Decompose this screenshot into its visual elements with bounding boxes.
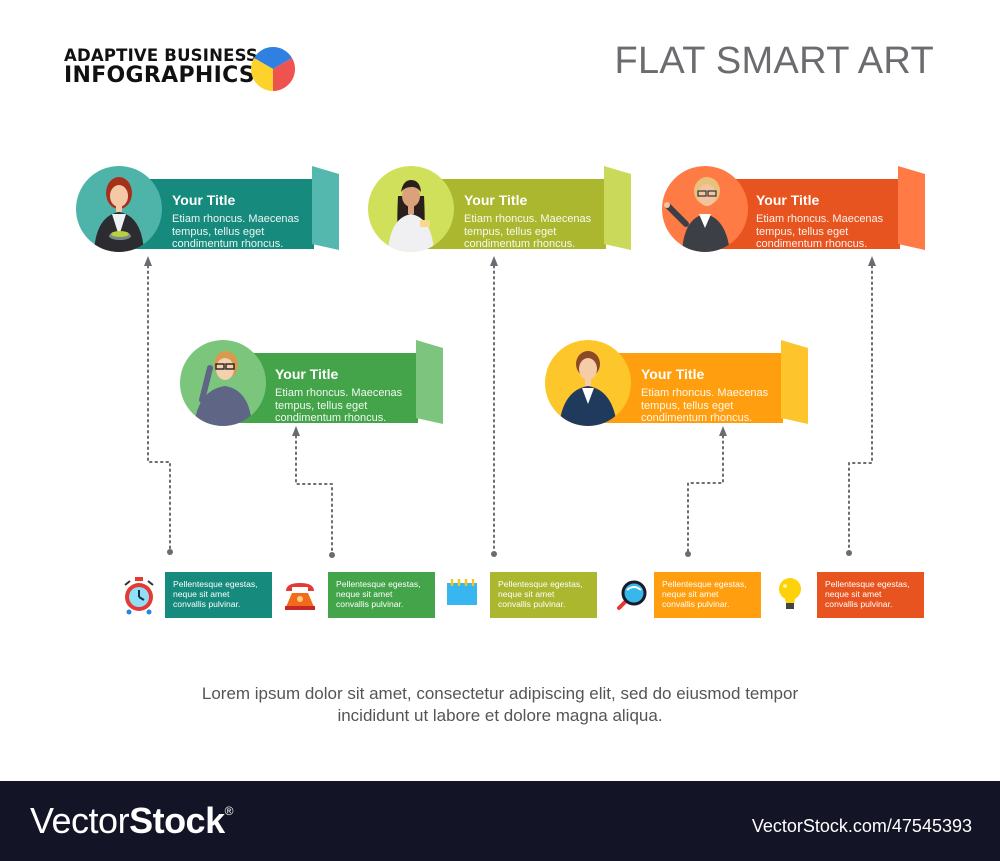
description-line-2: incididunt ut labore et dolore magna ali… [337,706,663,725]
brand-title: ADAPTIVE BUSINESS INFOGRAPHICS [64,46,259,89]
info-card-5: Your Title Etiam rhoncus. Maecenas tempu… [545,340,809,426]
magnifier-icon [617,580,647,610]
description-text: Lorem ipsum dolor sit amet, consectetur … [0,683,1000,727]
logo-mark: ® [224,804,234,818]
woman-eating-salad-icon [94,177,144,252]
card-title: Your Title [172,192,236,208]
watermark-bar [0,781,1000,861]
step-box-2: Pellentesque egestas, neque sit amet con… [328,572,435,618]
avatar [368,166,454,252]
info-card-4: Your Title Etiam rhoncus. Maecenas tempu… [180,340,444,426]
card-title: Your Title [275,366,339,382]
woman-pointing-icon [664,177,730,252]
step-box-3: Pellentesque egestas, neque sit amet con… [490,572,597,618]
ribbon-fold [416,340,443,424]
woman-holding-card-icon [388,180,434,252]
info-card-3: Your Title Etiam rhoncus. Maecenas tempu… [662,166,926,252]
brand-line-2: INFOGRAPHICS [64,63,256,89]
ribbon-fold [781,340,808,424]
pie-chart-icon [251,47,295,91]
card-title: Your Title [641,366,705,382]
light-bulb-icon [779,578,801,609]
page-title: FLAT SMART ART [614,40,934,82]
avatar [76,166,162,252]
notepad-icon [447,579,477,605]
card-text: Etiam rhoncus. Maecenas tempus, tellus e… [464,213,592,250]
step-box-1: Pellentesque egestas, neque sit amet con… [165,572,272,618]
ribbon-fold [604,166,631,250]
info-card-1: Your Title Etiam rhoncus. Maecenas tempu… [76,166,340,252]
woman-adjusting-glasses-icon [194,351,252,426]
step-box-5: Pellentesque egestas, neque sit amet con… [817,572,924,618]
avatar [180,340,266,426]
info-card-2: Your Title Etiam rhoncus. Maecenas tempu… [368,166,632,252]
vectorstock-logo: VectorStock® [30,800,233,842]
logo-bold: Stock [129,800,225,841]
step-box-4: Pellentesque egestas, neque sit amet con… [654,572,761,618]
watermark-url: VectorStock.com/47545393 [751,816,972,836]
alarm-clock-icon [124,577,154,615]
brand-line-1: ADAPTIVE BUSINESS [64,46,259,65]
description-line-1: Lorem ipsum dolor sit amet, consectetur … [201,684,799,703]
card-text: Etiam rhoncus. Maecenas tempus, tellus e… [275,387,403,424]
connector-lines [144,256,876,558]
ribbon-fold [312,166,339,250]
woman-in-suit-icon [559,351,617,426]
card-title: Your Title [756,192,820,208]
telephone-icon [285,583,315,610]
ribbon-fold [898,166,925,250]
avatar [662,166,748,252]
avatar [545,340,631,426]
card-title: Your Title [464,192,528,208]
logo-light: Vector [30,800,130,841]
card-text: Etiam rhoncus. Maecenas tempus, tellus e… [172,213,300,250]
card-text: Etiam rhoncus. Maecenas tempus, tellus e… [641,387,769,424]
card-text: Etiam rhoncus. Maecenas tempus, tellus e… [756,213,884,250]
